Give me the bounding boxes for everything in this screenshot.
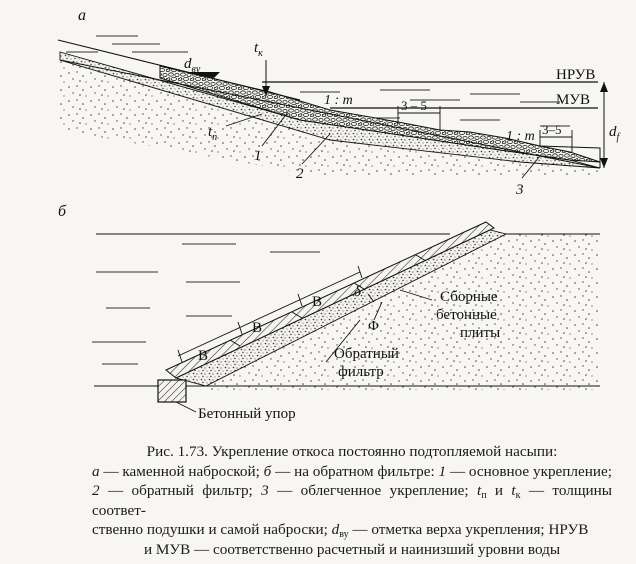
caption-line-3: 2 — обратный фильтр; 3 — облегченное укр… [92, 482, 612, 519]
concrete-plates [165, 221, 495, 379]
filter-label-1: Обратный [334, 346, 399, 362]
label-2: 2 [296, 166, 304, 182]
concrete-stop-leader [175, 401, 197, 413]
b-label-1: B [198, 348, 208, 364]
filter-leader [325, 319, 361, 363]
caption-line-4: ственно подушки и самой наброски; dву — … [92, 521, 589, 540]
figure-caption: Рис. 1.73. Укрепление откоса постоянно п… [92, 442, 612, 559]
delta-arrow [367, 293, 375, 303]
label-3: 3 [515, 182, 524, 198]
caption-line-5: и МУВ — соответственно расчетный и наини… [143, 540, 561, 558]
caption-line-2: а — каменной наброской; б — на обратном … [92, 462, 612, 480]
d-vu-marker [186, 72, 220, 78]
d-vu-label: dву [184, 56, 201, 75]
plates-label-3: плиты [460, 325, 500, 341]
water-hatching-a [66, 35, 188, 53]
caption-line-1: Рис. 1.73. Укрепление откоса постоянно п… [146, 443, 558, 460]
phi-label: Ф [368, 319, 379, 334]
b-dimensions [177, 265, 363, 363]
slope-ratio-1: 1 : m [324, 93, 353, 108]
dim-3-5-label: 3 – 5 [401, 98, 427, 113]
panel-a: а dв [57, 7, 621, 198]
t-p-leader [225, 113, 263, 127]
b-label-2: B [252, 320, 262, 336]
dim-3-5-label-2: 3–5 [542, 122, 562, 137]
concrete-stop-label: Бетонный упор [198, 406, 296, 422]
water-hatching-b [92, 233, 320, 365]
plates-label-1: Сборные [440, 289, 498, 305]
slope-bottom-line-a [59, 59, 601, 169]
leader-3 [521, 155, 541, 179]
label-1: 1 [254, 148, 262, 164]
slope-ratio-2: 1 : m [506, 129, 535, 144]
subgrade-soil [60, 60, 600, 176]
figure-diagram: а dв [57, 7, 621, 422]
plate-joints [229, 254, 427, 347]
leader-1 [261, 111, 289, 147]
d-f-label: df [609, 124, 621, 143]
muv-label: МУВ [556, 92, 590, 108]
phi-arrow [373, 301, 383, 321]
nruv-label: НРУВ [556, 67, 595, 83]
delta-label: δ [354, 284, 362, 300]
t-k-label: tк [254, 40, 263, 59]
leader-2 [301, 133, 331, 165]
panel-a-letter: а [78, 7, 86, 24]
plates-leader [399, 289, 433, 301]
concrete-stop [157, 379, 187, 403]
panel-b: б Б [58, 203, 600, 422]
slope-top-line-a [57, 39, 301, 101]
panel-b-letter: б [58, 203, 67, 220]
toe-berm [539, 145, 601, 168]
t-p-label: tп [208, 124, 217, 143]
dim-3-5-a [397, 106, 441, 130]
filter-label-2: фильтр [338, 364, 384, 380]
plates-label-2: бетонные [436, 307, 497, 323]
dim-3-5-b [539, 130, 573, 152]
b-label-3: B [312, 294, 322, 310]
embankment-soil [206, 234, 600, 390]
